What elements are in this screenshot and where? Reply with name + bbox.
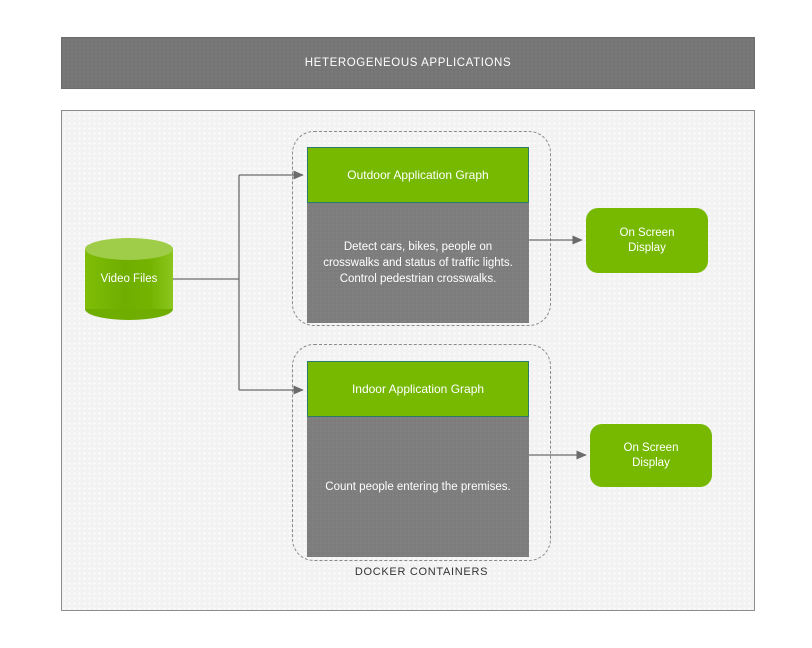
outdoor-application-description: Detect cars, bikes, people on crosswalks… [323,241,513,285]
header-bar: HETEROGENEOUS APPLICATIONS [61,37,755,89]
outdoor-application-group[interactable]: Outdoor Application Graph Detect cars, b… [307,147,529,323]
indoor-application-group[interactable]: Indoor Application Graph Count people en… [307,361,529,557]
on-screen-display-indoor-label: On Screen Display [623,441,679,469]
header-title: HETEROGENEOUS APPLICATIONS [304,57,512,69]
on-screen-display-outdoor[interactable]: On Screen Display [586,208,708,273]
docker-container-outdoor [292,131,551,326]
video-files-source[interactable]: Video Files [85,238,173,320]
docker-containers-label: DOCKER CONTAINERS [354,566,489,578]
indoor-application-header[interactable]: Indoor Application Graph [307,361,529,417]
indoor-application-description: Count people entering the premises. [325,481,511,493]
outdoor-application-body: Detect cars, bikes, people on crosswalks… [307,203,529,323]
on-screen-display-indoor[interactable]: On Screen Display [590,424,712,487]
outdoor-application-header-label: Outdoor Application Graph [347,168,489,182]
indoor-application-body: Count people entering the premises. [307,417,529,557]
cylinder-top-icon [85,238,173,260]
outdoor-application-header[interactable]: Outdoor Application Graph [307,147,529,203]
docker-container-indoor [292,344,551,561]
on-screen-display-outdoor-label: On Screen Display [619,226,675,254]
indoor-application-header-label: Indoor Application Graph [351,382,485,396]
video-files-label: Video Files [100,273,158,285]
